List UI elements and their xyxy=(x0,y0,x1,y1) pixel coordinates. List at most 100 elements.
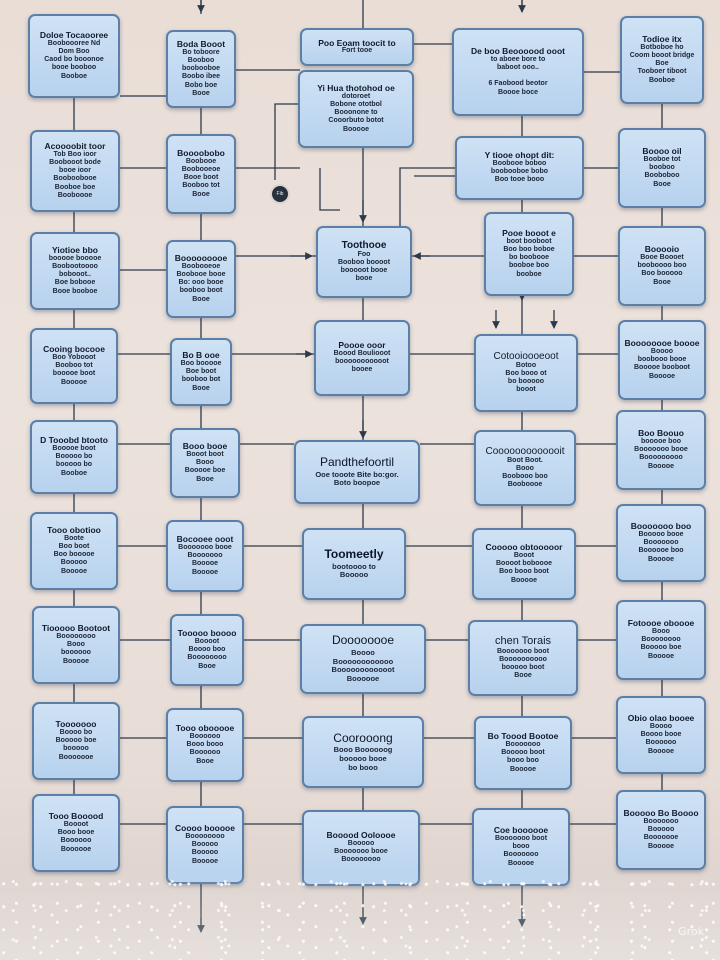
process-box: Boooobobo Boobooe Boobooeoe Booe boot Bo… xyxy=(166,134,236,214)
process-box: Booooo Bo Boooo Booooooo Booooo Booooooe… xyxy=(616,790,706,870)
process-box: Toothooe Foo Booboo boooot booooot booe … xyxy=(316,226,412,298)
process-box: Booo booe Booot boot Booo Booooe boe Boo… xyxy=(170,428,240,498)
box-title: Coe boooooe xyxy=(493,825,549,836)
box-text: Booot Boooot boboooe Boo booo boot Boooo… xyxy=(496,552,552,584)
process-box: Bocooee ooot Booooooo booe Booooooo Booo… xyxy=(166,520,244,592)
box-title: Booooio xyxy=(644,244,680,255)
box-title: Booooooo boo xyxy=(630,521,692,532)
box-text: Booooooo boot Boooooooooo booooo boot Bo… xyxy=(496,647,550,679)
process-box: Tooooooo Boooo bo Booooo boe booooo Booo… xyxy=(32,702,120,780)
row-3-links xyxy=(120,255,618,271)
box-title: Tooo Booood xyxy=(48,811,104,822)
box-title: Doooooooe xyxy=(331,633,395,648)
box-title: Cooooooooooooit xyxy=(485,445,565,457)
box-text: Boooo boobooo booe Booooe booboot Booooe xyxy=(634,348,690,380)
process-box: Booooio Booe Boooet booboooo boo Boo boo… xyxy=(618,226,706,306)
watermark-text: Grok xyxy=(678,925,704,938)
box-text: Boobooeoe Boobooe booe Bo: ooo booe boob… xyxy=(176,263,226,303)
box-title: Bo B ooe xyxy=(182,350,220,361)
box-text: Booo Boooooog booooo booe bo booo xyxy=(333,745,393,772)
box-title: Tooo obotioo xyxy=(47,525,101,536)
box-text: Booooe boot Booooo bo booooo bo Booboe xyxy=(52,445,96,477)
process-box: Todioe itx Botboboe ho Coom booot bridge… xyxy=(620,16,704,104)
process-box: Tooo Booood Boooot Booo booe Boooooo Boo… xyxy=(32,794,120,872)
process-box: Y tiooe ohopt dit: Boobooe boboo booboob… xyxy=(455,136,584,200)
box-title: Poo Eoam toocit to xyxy=(318,37,396,48)
box-text: booooe booooe Boobootoooo bobooot.. Boe … xyxy=(48,255,102,295)
process-box: Boda Booot Bo toboore Booboo boobooboe B… xyxy=(166,30,236,108)
process-box: Coooo booooe Boooooooo Booooo Booooo Boo… xyxy=(166,806,244,884)
process-box: Coe boooooe Booooooo boot booo Booooooo … xyxy=(472,808,570,886)
box-text: bootoooo to Booooo xyxy=(332,561,376,580)
marker-label: Fib xyxy=(276,191,284,197)
box-title: Obio olao booee xyxy=(627,713,695,724)
box-title: Bo Toood Bootoe xyxy=(487,731,559,742)
box-title: Acoooobit toor xyxy=(44,141,106,152)
box-title: chen Torais xyxy=(494,635,552,648)
process-box: De boo Beoooood ooot to aboee bore to ba… xyxy=(452,28,584,116)
process-box: Cotooioooeoot Botoo Boo booo ot bo boooo… xyxy=(474,334,578,412)
box-text: Boooo Boooo booe Boooooo Booooe xyxy=(640,723,682,755)
box-text: Booe Boooet booboooo boo Boo booooo Booe xyxy=(637,254,687,286)
box-text: Boooooooo Booo boooooo Booooe xyxy=(56,633,96,665)
box-title: Doloe Tocaooree xyxy=(39,30,109,41)
box-title: Booo booe xyxy=(182,441,228,452)
process-box: Doooooooe Boooo Boooooooooooo Booooooooo… xyxy=(300,624,426,694)
process-box: Poooe ooor Boood Bouliooot booooooooooot… xyxy=(314,320,410,396)
process-box: Cooooo obtooooor Booot Boooot boboooe Bo… xyxy=(472,528,576,600)
box-title: Toomeetly xyxy=(324,547,384,562)
box-title: Cooing bocooe xyxy=(43,344,105,355)
box-text: Boooo bo Booooo boe booooo Booooooe xyxy=(55,729,97,761)
row-2-links xyxy=(120,167,618,177)
box-text: Foo Booboo boooot booooot booe booe xyxy=(337,251,391,283)
process-box: Tiooooo Bootoot Boooooooo Booo boooooo B… xyxy=(32,606,120,684)
box-text: Boo booooe Boe boot booboo bot Booe xyxy=(180,360,222,392)
box-title: Toothooe xyxy=(341,239,387,251)
box-text: Ooe tooote Bite bo:gor. Boto boopoe xyxy=(315,469,399,488)
box-text: Boooooo Booo booo Boooooo Booe xyxy=(186,733,224,765)
box-text: dotoroet Bobone ototbol Booonone to Cooo… xyxy=(328,93,384,133)
process-box: Yiotioe bbo booooe booooe Boobootoooo bo… xyxy=(30,232,120,310)
box-text: Booot boot Booo Booooe boe Booe xyxy=(184,451,226,483)
box-title: Yi Hua thotohod oe xyxy=(317,83,395,94)
box-title: Booood Ooloooe xyxy=(326,830,396,841)
box-title: Tooooo boooo xyxy=(177,628,237,639)
box-title: Yiotioe bbo xyxy=(52,245,98,256)
box-title: Coorooong xyxy=(333,730,393,745)
box-text: Booboooree Nd Dom Boo Caod bo booonoe bo… xyxy=(44,40,104,80)
box-text: Botoo Boo booo ot bo booooo booot xyxy=(505,362,547,394)
process-box: Tooo obooooe Boooooo Booo booo Boooooo B… xyxy=(166,708,244,782)
process-box: Yi Hua thotohod oe dotoroet Bobone ototb… xyxy=(298,70,414,148)
box-text: Boooo Boooooooooooo Boooooooooooot Boooo… xyxy=(331,648,395,683)
process-box: Toomeetly bootoooo to Booooo xyxy=(302,528,406,600)
process-box: Coorooong Booo Boooooog booooo booe bo b… xyxy=(302,716,424,788)
process-box: Bo Toood Bootoe Booooooo Booooo boot boo… xyxy=(474,716,572,790)
box-text: Boobooe boboo boobooboe bobo Boo tooe bo… xyxy=(490,160,549,184)
process-box: Booooooo boo Booooo booe Booooooo Booooo… xyxy=(616,504,706,582)
box-title: Bocooee ooot xyxy=(176,534,234,545)
box-text: Fort tooe xyxy=(341,47,373,55)
box-text: Boooot Booo booe Boooooo Boooooe xyxy=(57,821,95,853)
box-text: Boooot Boooo boo Boooooooo Booe xyxy=(187,638,227,670)
process-box: Poo Eoam toocit to Fort tooe xyxy=(300,28,414,66)
box-title: Tooo obooooe xyxy=(175,723,235,734)
process-box: Cooing bocooe Boo Yobooot Booboo tot boo… xyxy=(30,328,118,404)
box-text: Booooooo boot booo Booooooo Booooe xyxy=(494,835,548,867)
box-text: Boobooe Boobooeoe Booe boot Booboo tot B… xyxy=(181,158,221,198)
process-box: Boo Boouo booooe boo Booooooo booe Boooo… xyxy=(616,410,706,490)
box-title: Boda Booot xyxy=(176,39,226,50)
box-title: Boooo oil xyxy=(642,146,682,157)
box-title: Boooooooe boooe xyxy=(624,338,700,349)
box-title: Pooe booot e xyxy=(502,228,556,239)
box-title: Pandthefoortil xyxy=(319,455,395,470)
box-text: to aboee bore to baboot ooo.. 6 Faobood … xyxy=(488,56,548,96)
box-title: De boo Beoooood ooot xyxy=(471,46,565,57)
box-title: Boooobobo xyxy=(177,148,225,159)
process-box: Booood Ooloooe Booooo Booooooo booe Booo… xyxy=(302,810,420,886)
process-box: Tooooo boooo Boooot Boooo boo Boooooooo … xyxy=(170,614,244,686)
box-title: Poooe ooor xyxy=(338,340,386,351)
box-text: Boot Boot. Booo Boobooo boo Booboooe xyxy=(502,457,548,489)
box-text: Booooooo Booooo boot booo boo Booooe xyxy=(501,741,545,773)
